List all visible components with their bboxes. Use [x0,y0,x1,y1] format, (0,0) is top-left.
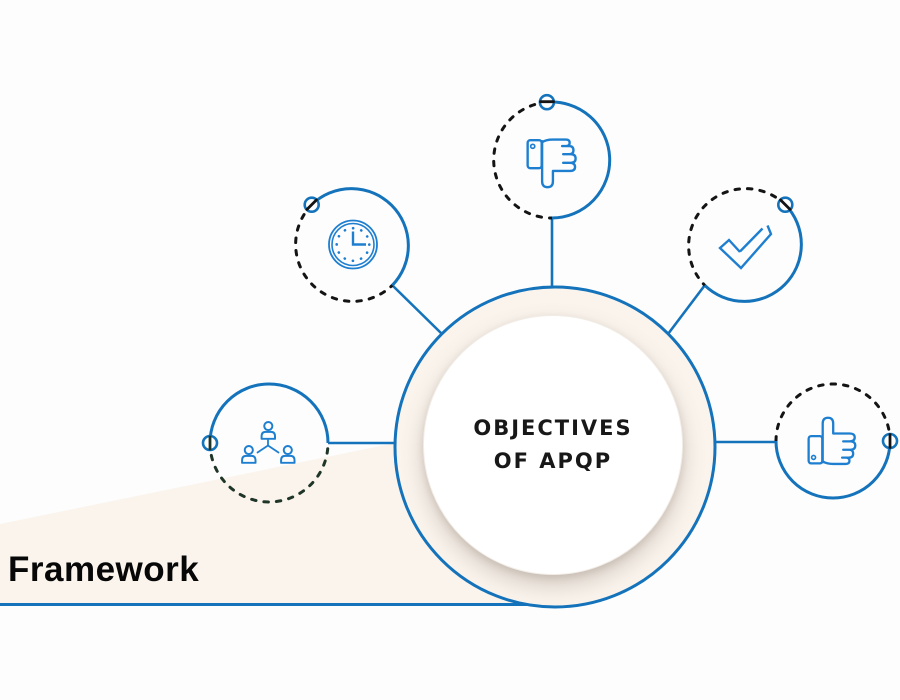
thumbs-up-icon [807,416,857,466]
solid-arc [546,100,612,220]
dashed-arc [208,441,330,504]
solid-arc [774,440,892,500]
dashed-arc [294,203,394,303]
team-icon [241,420,296,464]
satellite-team [201,382,330,504]
node-marker [776,196,794,213]
framework-label: Framework [8,550,200,589]
node-marker [201,434,219,452]
check-icon [718,225,773,270]
diagram-title: OBJECTIVES OF APQP [473,412,632,477]
connector-clock [391,284,443,335]
solid-arc [208,382,330,444]
diagram-title-line1: OBJECTIVES [473,416,633,441]
diagram-title-line2: OF APQP [493,449,613,473]
dashed-arc [492,100,554,220]
node-marker [303,196,321,213]
satellite-time [294,187,410,303]
clock-icon [328,219,378,270]
node-marker [881,432,899,450]
solid-arc [310,187,410,287]
connector-check [666,284,707,335]
satellite-thumbs-down [492,93,612,220]
swoosh-wedge [0,443,555,608]
dashed-arc [687,187,787,287]
satellite-approval [687,187,803,303]
satellite-thumbs-up [774,382,899,500]
dashed-arc [774,382,892,443]
solid-arc [703,203,803,303]
thumbs-down-icon [526,138,577,189]
connector-lines [328,218,776,445]
hub-center-circle: OBJECTIVES OF APQP [423,315,683,575]
node-marker [538,93,556,111]
